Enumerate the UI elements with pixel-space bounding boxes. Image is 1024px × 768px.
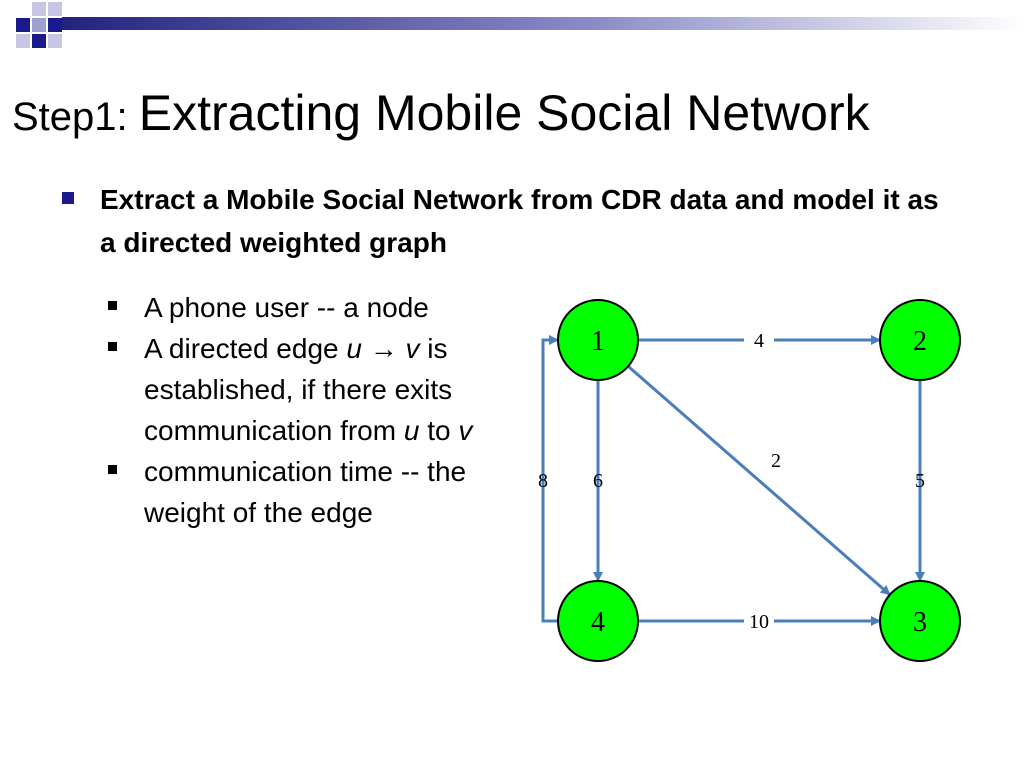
sub-bullet-item: A directed edge u → v is established, if… [108, 328, 498, 451]
sub-bullet-text: u [403, 415, 420, 446]
sub-bullet-item: A phone user -- a node [108, 287, 498, 328]
deco-square [48, 34, 62, 48]
graph-node-label: 3 [913, 607, 927, 638]
sub-bullet-text: v [405, 333, 420, 364]
edge-weight-label: 6 [593, 470, 603, 492]
sub-bullet-item: communication time -- the weight of the … [108, 451, 498, 533]
edge-weight-label: 10 [749, 611, 769, 633]
deco-square [32, 18, 46, 32]
sub-bullet-text: → [361, 333, 406, 364]
deco-square [48, 2, 62, 16]
bullet-square-icon [108, 301, 117, 310]
deco-square [32, 2, 46, 16]
sub-bullet-text: communication time -- the weight of the … [144, 456, 467, 528]
edge-weight-background [744, 327, 774, 351]
deco-square [16, 18, 30, 32]
slide-title: Step1: Extracting Mobile Social Network [12, 84, 870, 142]
edge-weight-label: 4 [754, 330, 764, 352]
sub-bullet-text: A phone user -- a node [144, 292, 429, 323]
edge-4-1 [541, 335, 559, 623]
title-main: Extracting Mobile Social Network [138, 85, 870, 141]
title-prefix: Step1: [12, 95, 139, 139]
graph-node-label: 2 [913, 326, 927, 357]
edge-weight-label: 2 [771, 450, 781, 472]
deco-square [16, 34, 30, 48]
graph-node-label: 4 [591, 607, 605, 638]
edge-weight-label: 8 [538, 470, 548, 492]
bullet-square-icon [62, 192, 74, 204]
main-bullet-text: Extract a Mobile Social Network from CDR… [100, 184, 939, 258]
graph-node-4 [557, 580, 639, 662]
sub-bullet-text: v [458, 415, 473, 446]
bullet-square-icon [108, 342, 117, 351]
header-decoration [16, 2, 1024, 48]
edge-1-3 [627, 365, 891, 596]
graph-node-2 [879, 299, 961, 381]
sub-bullet-text: A directed edge [144, 333, 347, 364]
sub-bullet-list: A phone user -- a node A directed edge u … [108, 287, 498, 533]
graph-node-1 [557, 299, 639, 381]
deco-square [48, 18, 62, 32]
deco-square [32, 34, 46, 48]
graph-node-3 [879, 580, 961, 662]
sub-bullet-text: u [346, 333, 362, 364]
edge-weight-background [744, 608, 774, 632]
header-gradient-bar [62, 17, 1024, 30]
edge-weight-label: 5 [915, 470, 925, 492]
sub-bullet-text: is established, if there exits communica… [144, 333, 453, 446]
directed-weighted-graph: 1 2 3 4 4 2 6 5 10 8 [538, 299, 961, 662]
bullet-square-icon [108, 465, 117, 474]
sub-bullet-text: to [419, 415, 459, 446]
graph-node-label: 1 [591, 326, 605, 357]
